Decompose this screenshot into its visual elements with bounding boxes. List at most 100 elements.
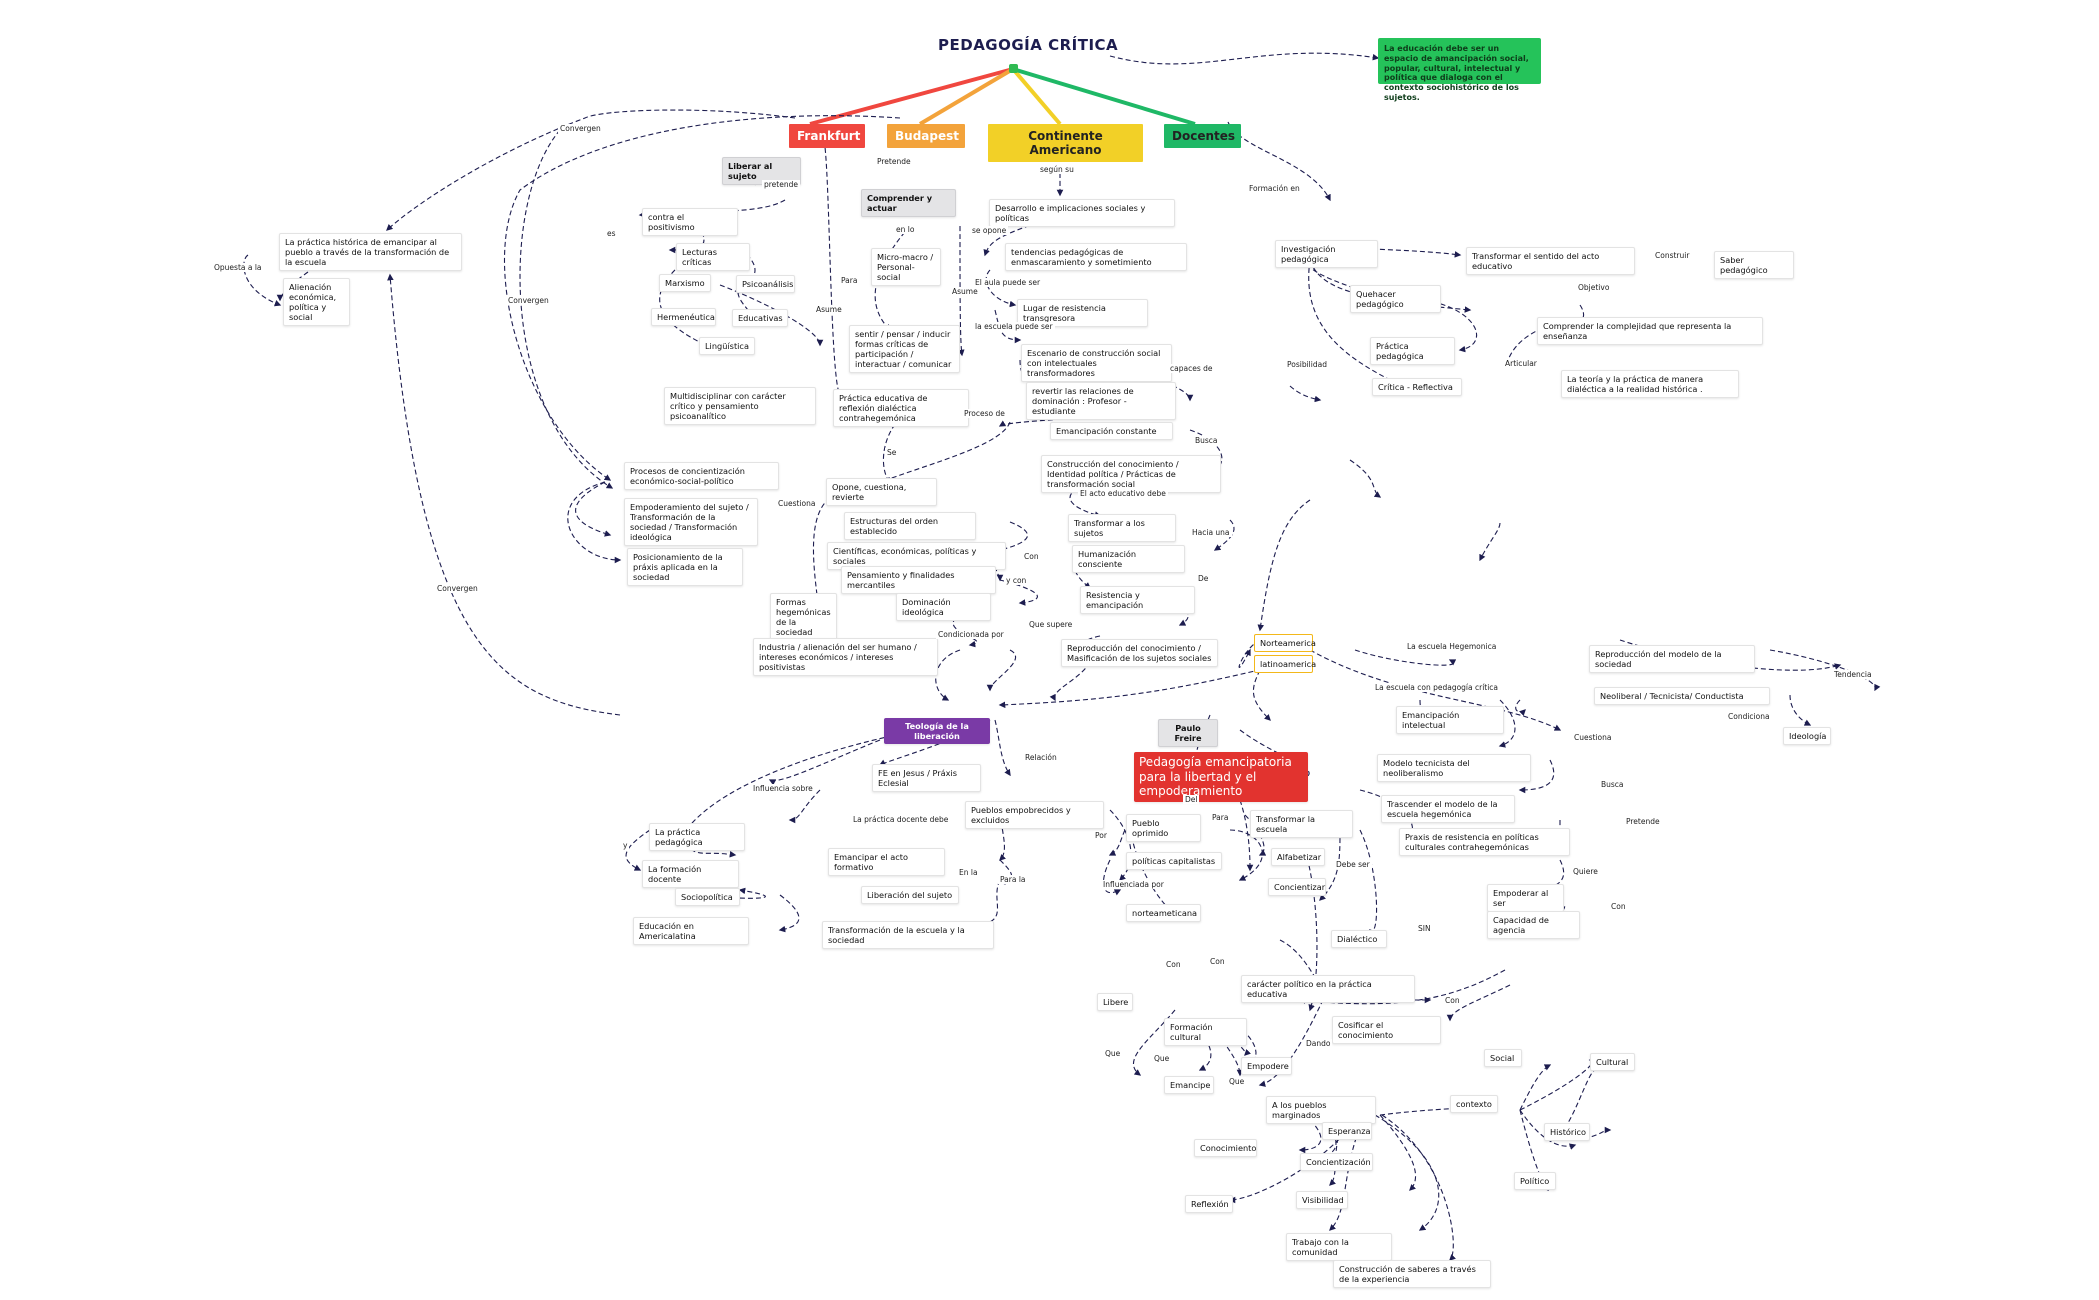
node-critica-reflectiva[interactable]: Crítica - Reflectiva — [1372, 378, 1462, 396]
node-multidisciplinar[interactable]: Multidisciplinar con carácter crítico y … — [664, 387, 816, 425]
node-opone-cuestiona[interactable]: Opone, cuestiona, revierte — [826, 478, 937, 506]
node-humanizacion-consciente[interactable]: Humanización consciente — [1072, 545, 1185, 573]
node-lecturas-criticas[interactable]: Lecturas críticas — [676, 243, 750, 271]
node-cientificas-economicas[interactable]: Científicas, económicas, políticas y soc… — [827, 542, 1006, 570]
node-trascender-modelo[interactable]: Trascender el modelo de la escuela hegem… — [1381, 795, 1515, 823]
node-marxismo[interactable]: Marxismo — [659, 274, 711, 292]
node-sentir-pensar[interactable]: sentir / pensar / inducir formas crítica… — [849, 325, 960, 373]
node-quehacer-pedagogico[interactable]: Quehacer pedagógico — [1350, 285, 1441, 313]
node-construccion-saberes[interactable]: Construcción de saberes a través de la e… — [1333, 1260, 1491, 1288]
label-que-supere: Que supere — [1027, 620, 1075, 629]
node-neoliberal-tecnicista[interactable]: Neoliberal / Tecnicista/ Conductista — [1594, 687, 1770, 705]
node-empoderar-ser[interactable]: Empoderar al ser — [1487, 884, 1564, 912]
label-quiere: Quiere — [1571, 867, 1600, 876]
category-budapest[interactable]: Budapest — [887, 124, 965, 148]
node-psicoanalisis[interactable]: Psicoanálisis — [736, 275, 795, 293]
node-comprender-complejidad[interactable]: Comprender la complejidad que representa… — [1537, 317, 1763, 345]
node-teologia-liberacion[interactable]: Teología de la liberación — [884, 718, 990, 744]
category-frankfurt[interactable]: Frankfurt — [789, 124, 865, 148]
node-tendencias-enmascaramiento[interactable]: tendencias pedagógicas de enmascaramient… — [1005, 243, 1187, 271]
node-alfabetizar[interactable]: Alfabetizar — [1271, 848, 1325, 866]
node-pueblos-empobrecidos[interactable]: Pueblos empobrecidos y excluidos — [965, 801, 1104, 829]
node-transformar-sujetos[interactable]: Transformar a los sujetos — [1068, 514, 1176, 542]
node-caracter-politico[interactable]: carácter político en la práctica educati… — [1241, 975, 1415, 1003]
node-esperanza[interactable]: Esperanza — [1322, 1122, 1372, 1140]
node-pensamiento-mercantiles[interactable]: Pensamiento y finalidades mercantiles — [841, 566, 996, 594]
node-contra-positivismo[interactable]: contra el positivismo — [642, 208, 738, 236]
node-transformar-escuela[interactable]: Transformar la escuela — [1250, 810, 1353, 838]
node-transformar-sentido[interactable]: Transformar el sentido del acto educativ… — [1466, 247, 1635, 275]
node-emancipar-acto[interactable]: Emancipar el acto formativo — [828, 848, 945, 876]
node-visibilidad[interactable]: Visibilidad — [1296, 1191, 1348, 1209]
central-hub[interactable] — [1009, 64, 1018, 73]
node-paulo-freire[interactable]: Paulo Freire — [1158, 719, 1218, 747]
node-practica-pedagogica-docente[interactable]: Práctica pedagógica — [1370, 337, 1455, 365]
node-trabajo-comunidad[interactable]: Trabajo con la comunidad — [1286, 1233, 1392, 1261]
node-pedagogia-emancipatoria[interactable]: Pedagogía emancipatoria para la libertad… — [1134, 752, 1308, 802]
definition-note[interactable]: La educación debe ser un espacio de aman… — [1378, 38, 1541, 102]
node-reproduccion-conocimiento[interactable]: Reproducción del conocimiento / Masifica… — [1061, 639, 1218, 667]
node-industria-alienacion[interactable]: Industria / alienación del ser humano / … — [753, 638, 938, 676]
node-investigacion-pedagogica[interactable]: Investigación pedagógica — [1275, 240, 1378, 268]
category-continente-americano[interactable]: Continente Americano — [988, 124, 1143, 162]
node-educacion-americalatina[interactable]: Educación en Americalatina — [633, 917, 749, 945]
node-estructuras-orden[interactable]: Estructuras del orden establecido — [844, 512, 976, 540]
node-cosificar-conocimiento[interactable]: Cosificar el conocimiento — [1332, 1016, 1441, 1044]
node-concientizacion[interactable]: Concientización — [1300, 1153, 1373, 1171]
node-alienacion[interactable]: Alienación económica, política y social — [283, 278, 350, 326]
node-comprender-actuar[interactable]: Comprender y actuar — [861, 189, 956, 217]
node-praxis-resistencia[interactable]: Praxis de resistencia en políticas cultu… — [1399, 828, 1570, 856]
node-posicionamiento-praxis[interactable]: Posicionamiento de la práxis aplicada en… — [627, 548, 743, 586]
category-docentes[interactable]: Docentes — [1164, 124, 1241, 148]
node-practica-historica[interactable]: La práctica histórica de emancipar al pu… — [279, 233, 462, 271]
node-revertir-relaciones[interactable]: revertir las relaciones de dominación : … — [1026, 382, 1176, 420]
node-construccion-conocimiento[interactable]: Construcción del conocimiento / Identida… — [1041, 455, 1221, 493]
node-escenario-construccion[interactable]: Escenario de construcción social con int… — [1021, 344, 1172, 382]
node-ideologia[interactable]: Ideología — [1783, 727, 1831, 745]
node-formas-hegemonicas[interactable]: Formas hegemónicas de la sociedad — [770, 593, 837, 641]
node-norteameticana[interactable]: norteameticana — [1126, 904, 1201, 922]
node-reproduccion-modelo[interactable]: Reproducción del modelo de la sociedad — [1589, 645, 1755, 673]
node-practica-pedagogica-teologia[interactable]: La práctica pedagógica — [649, 823, 745, 851]
node-concientizar[interactable]: Concientizar — [1268, 878, 1326, 896]
node-fe-jesus[interactable]: FE en Jesus / Práxis Eclesial — [872, 764, 981, 792]
node-lugar-resistencia[interactable]: Lugar de resistencia transgresora — [1017, 299, 1148, 327]
node-liberacion-sujeto[interactable]: Liberación del sujeto — [861, 886, 959, 904]
node-linguistica[interactable]: Lingüística — [699, 337, 755, 355]
node-empodere[interactable]: Empodere — [1241, 1057, 1292, 1075]
node-micro-macro[interactable]: Micro-macro / Personal-social — [871, 248, 941, 286]
node-historico[interactable]: Histórico — [1544, 1123, 1590, 1141]
node-desarrollo-implicaciones[interactable]: Desarrollo e implicaciones sociales y po… — [989, 199, 1175, 227]
node-transformacion-escuela-sociedad[interactable]: Transformación de la escuela y la socied… — [822, 921, 994, 949]
node-pueblo-oprimido[interactable]: Pueblo oprimido — [1126, 814, 1201, 842]
node-norteamerica[interactable]: Norteamerica — [1254, 634, 1316, 652]
node-dominacion-ideologica[interactable]: Dominación ideológica — [896, 593, 991, 621]
node-cultural[interactable]: Cultural — [1590, 1053, 1635, 1071]
node-hermeneutica[interactable]: Hermenéutica — [651, 308, 716, 326]
node-teoria-practica[interactable]: La teoría y la práctica de manera dialéc… — [1561, 370, 1739, 398]
node-dialectico[interactable]: Dialéctico — [1331, 930, 1387, 948]
node-emancipacion-constante[interactable]: Emancipación constante — [1050, 422, 1173, 440]
node-educativas[interactable]: Educativas — [732, 309, 788, 327]
node-procesos-concientizacion[interactable]: Procesos de concientización económico-so… — [624, 462, 779, 490]
node-saber-pedagogico[interactable]: Saber pedagógico — [1714, 251, 1794, 279]
node-modelo-tecnicista[interactable]: Modelo tecnicista del neoliberalismo — [1377, 754, 1531, 782]
node-emancipe[interactable]: Emancipe — [1164, 1076, 1214, 1094]
node-latinoamerica[interactable]: latinoamerica — [1254, 655, 1316, 673]
node-formacion-cultural[interactable]: Formación cultural — [1164, 1018, 1247, 1046]
node-practica-educativa-reflexion[interactable]: Práctica educativa de reflexión dialécti… — [833, 389, 969, 427]
node-contexto[interactable]: contexto — [1450, 1095, 1498, 1113]
node-capacidad-agencia[interactable]: Capacidad de agencia — [1487, 911, 1580, 939]
node-resistencia-emancipacion[interactable]: Resistencia y emancipación — [1080, 586, 1195, 614]
node-empoderamiento-sujeto[interactable]: Empoderamiento del sujeto / Transformaci… — [624, 498, 758, 546]
node-politico[interactable]: Político — [1514, 1172, 1556, 1190]
node-libere[interactable]: Libere — [1097, 993, 1133, 1011]
node-reflexion[interactable]: Reflexión — [1185, 1195, 1233, 1213]
node-emancipacion-intelectual[interactable]: Emancipación intelectual — [1396, 706, 1504, 734]
node-pueblos-marginados[interactable]: A los pueblos marginados — [1266, 1096, 1376, 1124]
node-conocimiento[interactable]: Conocimiento — [1194, 1139, 1257, 1157]
node-formacion-docente[interactable]: La formación docente — [642, 860, 739, 888]
node-politicas-capitalistas[interactable]: políticas capitalistas — [1126, 852, 1222, 870]
node-sociopolitica[interactable]: Sociopolítica — [675, 888, 740, 906]
node-social[interactable]: Social — [1484, 1049, 1522, 1067]
